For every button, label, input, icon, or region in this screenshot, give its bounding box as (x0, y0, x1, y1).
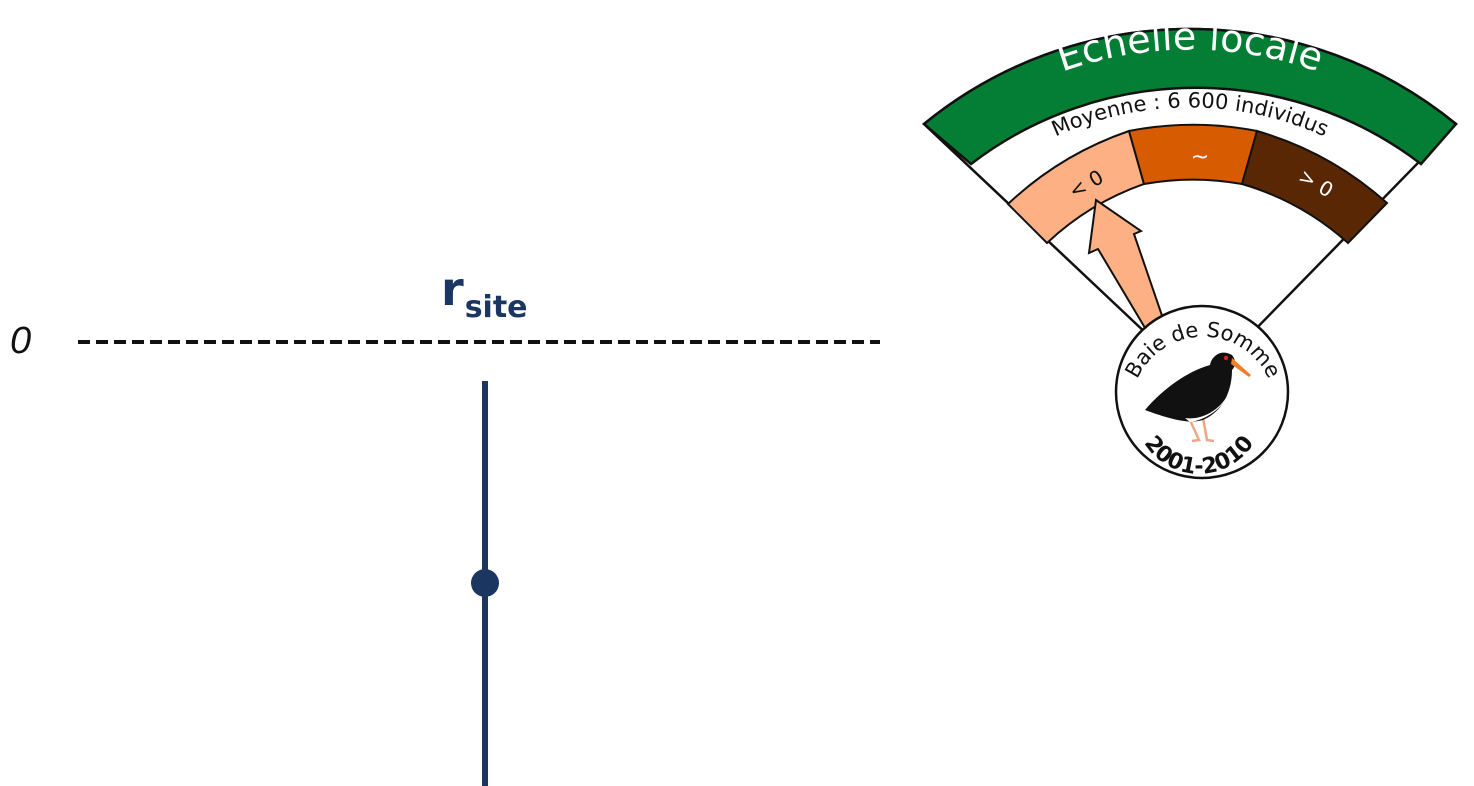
trend-badge: Echelle locale Moyenne : 6 600 individus… (922, 14, 1458, 480)
estimate-point (471, 569, 499, 597)
estimate-label: rsite (441, 262, 528, 325)
trend-label-stable: ~ (1191, 145, 1209, 170)
badge-title-band (922, 27, 1458, 166)
trend-segments: < 0 ~ > 0 (1006, 123, 1389, 245)
zero-axis-label: 0 (10, 320, 32, 362)
trend-segment-positive (1240, 129, 1389, 245)
oystercatcher-icon (1145, 352, 1251, 443)
estimate-subscript: site (464, 290, 528, 325)
estimate-symbol: r (441, 262, 464, 316)
